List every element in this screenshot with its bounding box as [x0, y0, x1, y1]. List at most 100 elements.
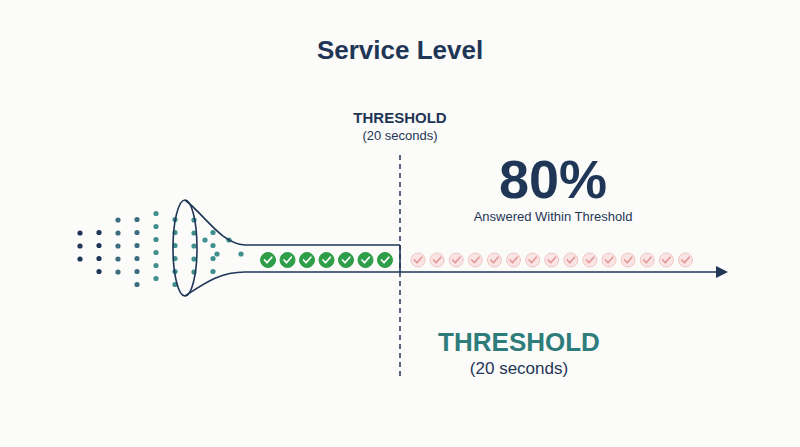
call-dot	[134, 282, 139, 287]
check-circle	[545, 253, 559, 267]
check-mark	[453, 257, 460, 263]
check-circle	[280, 253, 295, 268]
call-dot	[153, 224, 158, 229]
call-dot	[96, 269, 101, 274]
service-level-percent: 80%	[499, 148, 607, 210]
call-dot	[214, 251, 219, 256]
call-dot	[153, 250, 158, 255]
check-circle	[602, 253, 616, 267]
call-dot	[134, 256, 139, 261]
axis-arrowhead	[716, 266, 728, 278]
check-disc	[280, 253, 295, 268]
call-dot	[115, 217, 120, 222]
check-disc	[487, 253, 501, 267]
funnel-top	[185, 200, 400, 245]
check-disc	[526, 253, 540, 267]
check-circle	[621, 253, 635, 267]
check-disc	[339, 253, 354, 268]
call-dot	[153, 237, 158, 242]
check-disc	[678, 253, 692, 267]
check-mark	[434, 257, 441, 263]
check-circle	[583, 253, 597, 267]
check-mark	[548, 257, 555, 263]
call-dot	[115, 256, 120, 261]
check-disc	[507, 253, 521, 267]
time-axis	[400, 266, 728, 278]
call-dot	[77, 256, 82, 261]
check-mark	[304, 257, 311, 263]
check-circle	[300, 253, 315, 268]
check-circle	[487, 253, 501, 267]
check-mark	[415, 257, 422, 263]
percent-caption: Answered Within Threshold	[474, 210, 633, 225]
check-disc	[545, 253, 559, 267]
call-dot	[96, 230, 101, 235]
threshold-duration: (20 seconds)	[470, 359, 568, 379]
check-circle	[339, 253, 354, 268]
call-dot	[77, 243, 82, 248]
check-mark	[362, 257, 369, 263]
incoming-dots	[77, 211, 243, 287]
check-mark	[491, 257, 498, 263]
check-disc	[411, 253, 425, 267]
call-dot	[115, 269, 120, 274]
funnel-bottom	[185, 272, 400, 296]
call-dot	[238, 251, 243, 256]
diagram-title: Service Level	[317, 36, 483, 66]
call-dot	[96, 256, 101, 261]
check-mark	[284, 257, 291, 263]
check-mark	[265, 257, 272, 263]
check-disc	[602, 253, 616, 267]
check-mark	[529, 257, 536, 263]
call-dot	[210, 256, 215, 261]
call-dot	[134, 217, 139, 222]
answered-checks	[261, 253, 393, 268]
check-mark	[586, 257, 593, 263]
call-dot	[134, 243, 139, 248]
check-disc	[621, 253, 635, 267]
threshold-heading: THRESHOLD	[353, 109, 446, 126]
funnel-mouth	[173, 200, 197, 296]
check-circle	[378, 253, 393, 268]
funnel	[173, 200, 400, 296]
check-mark	[510, 257, 517, 263]
check-disc	[449, 253, 463, 267]
threshold-duration: (20 seconds)	[362, 129, 437, 144]
check-disc	[583, 253, 597, 267]
check-disc	[261, 253, 276, 268]
check-circle	[678, 253, 692, 267]
check-circle	[358, 253, 373, 268]
call-dot	[134, 230, 139, 235]
check-circle	[319, 253, 334, 268]
check-mark	[472, 257, 479, 263]
call-dot	[153, 211, 158, 216]
threshold-heading: THRESHOLD	[438, 328, 600, 358]
call-dot	[77, 230, 82, 235]
check-mark	[323, 257, 330, 263]
check-mark	[567, 257, 574, 263]
threshold-line	[399, 155, 401, 376]
check-mark	[343, 257, 350, 263]
call-dot	[210, 243, 215, 248]
call-dot	[210, 230, 215, 235]
check-disc	[378, 253, 393, 268]
check-disc	[564, 253, 578, 267]
late-checks	[411, 253, 692, 267]
check-circle	[411, 253, 425, 267]
check-mark	[606, 257, 613, 263]
check-circle	[449, 253, 463, 267]
call-dot	[96, 243, 101, 248]
check-disc	[358, 253, 373, 268]
call-dot	[153, 263, 158, 268]
call-dot	[210, 269, 215, 274]
check-disc	[430, 253, 444, 267]
call-dot	[134, 269, 139, 274]
check-circle	[564, 253, 578, 267]
check-disc	[659, 253, 673, 267]
check-disc	[468, 253, 482, 267]
check-mark	[625, 257, 632, 263]
check-circle	[526, 253, 540, 267]
check-circle	[468, 253, 482, 267]
